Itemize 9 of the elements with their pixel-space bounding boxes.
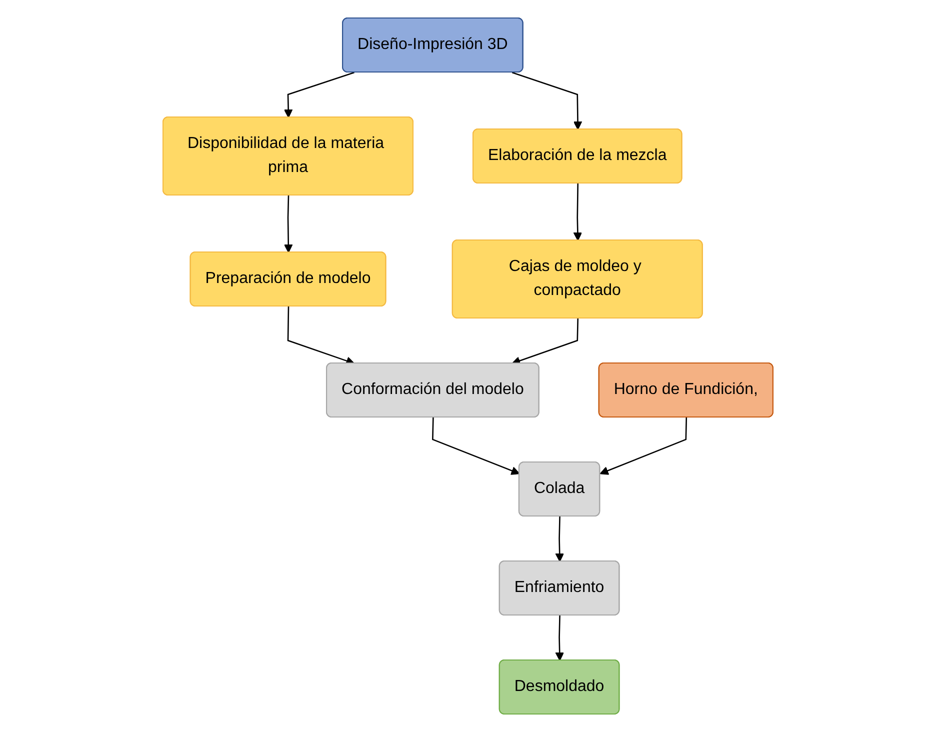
arrow (555, 516, 564, 562)
arrow (555, 614, 564, 660)
arrow (284, 71, 354, 118)
arrow (573, 182, 582, 240)
arrow (512, 318, 579, 364)
arrow (284, 194, 293, 252)
arrow (512, 71, 582, 130)
arrow (600, 416, 688, 474)
arrow (432, 416, 520, 474)
